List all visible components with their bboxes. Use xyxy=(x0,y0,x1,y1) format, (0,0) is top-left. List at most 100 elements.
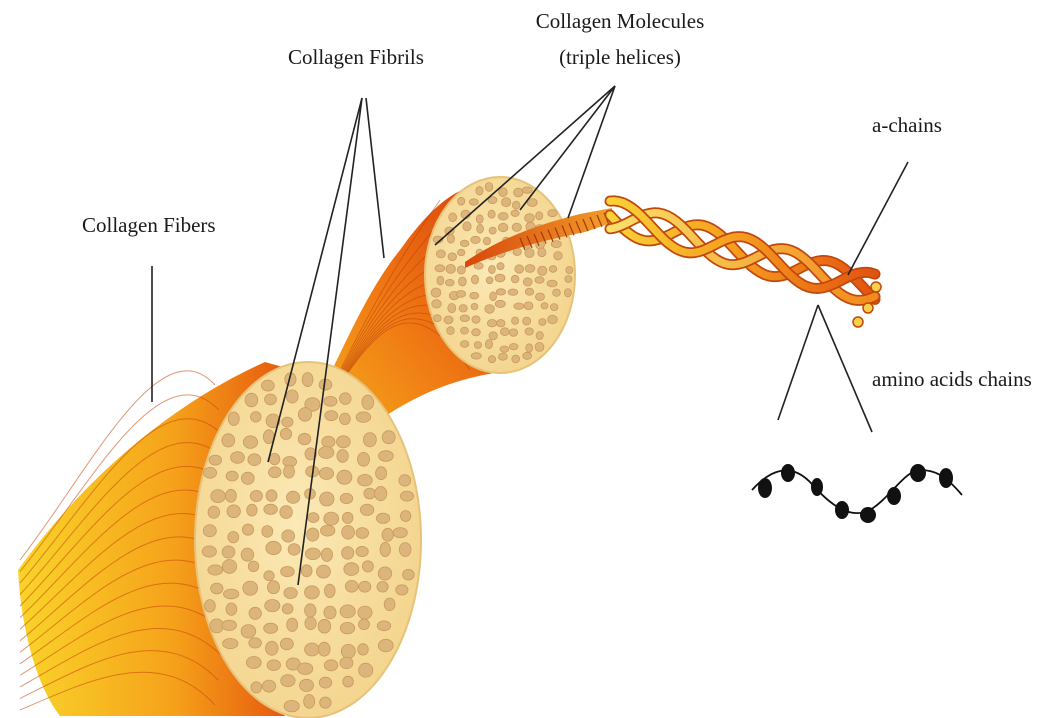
fibril-dot xyxy=(489,227,496,234)
fibril-dot xyxy=(337,436,351,448)
fibril-dot xyxy=(525,288,533,295)
fibril-dot xyxy=(243,436,257,449)
fibril-dot xyxy=(264,504,278,514)
fibril-dot xyxy=(382,431,395,444)
fibril-dot xyxy=(431,288,441,297)
fibril-dot xyxy=(436,250,445,258)
fibril-dot xyxy=(488,210,495,218)
fibril-dot xyxy=(269,453,280,464)
fibril-dot xyxy=(342,547,354,560)
fibril-dot xyxy=(358,452,370,466)
fibril-dot xyxy=(378,567,391,580)
fibril-dot xyxy=(490,292,497,301)
fibril-dot xyxy=(250,490,262,501)
fibril-dot xyxy=(472,316,480,323)
fibril-dot xyxy=(210,619,224,633)
fibril-dot xyxy=(280,638,293,650)
fibril-dot xyxy=(460,315,469,322)
fibril-dot xyxy=(280,428,291,439)
fibril-dot xyxy=(265,394,277,405)
fibril-dot xyxy=(525,214,535,223)
fibril-dot xyxy=(281,567,295,577)
fibril-dot xyxy=(282,417,293,427)
fibril-dot xyxy=(211,583,223,594)
fibril-dot xyxy=(345,580,358,592)
fibril-dot xyxy=(298,433,311,444)
fibril-dot xyxy=(446,264,455,273)
fibril-dot xyxy=(340,493,353,503)
amino-acid-bead xyxy=(860,507,876,523)
fibril-dot xyxy=(500,328,509,336)
fibril-dot xyxy=(340,413,351,424)
fibril-dot xyxy=(319,677,331,688)
amino-acid-bead xyxy=(939,468,953,488)
fibril-dot xyxy=(324,396,337,406)
fibril-dot xyxy=(344,563,359,576)
fibril-dot xyxy=(359,581,371,592)
fibril-dot xyxy=(524,302,533,310)
fibril-dot xyxy=(318,642,330,656)
fibril-dot xyxy=(305,643,320,656)
amino-acid-bead xyxy=(758,478,772,498)
fibril-dot xyxy=(342,512,353,523)
fibril-dot xyxy=(356,528,369,539)
fibril-dot xyxy=(460,240,469,247)
amino-acid-bead xyxy=(835,501,849,519)
fibril-dot xyxy=(245,393,258,407)
fibril-dot xyxy=(341,644,355,658)
fibril-dot xyxy=(458,197,465,205)
fibril-dot xyxy=(458,249,465,255)
fibril-dot xyxy=(515,265,524,273)
fibril-dot xyxy=(432,300,442,308)
fibril-dot xyxy=(471,275,478,284)
fibril-dot xyxy=(485,305,495,314)
label-collagen-fibers: Collagen Fibers xyxy=(82,212,216,238)
fibril-dot xyxy=(262,526,273,538)
fibril-dot xyxy=(242,524,253,535)
fibril-dot xyxy=(265,600,280,612)
fibril-dot xyxy=(400,491,413,501)
fibril-dot xyxy=(269,467,282,478)
fibril-dot xyxy=(204,467,217,478)
amino-pointer-2 xyxy=(818,305,872,432)
fibril-dot xyxy=(266,641,279,655)
fibril-dot xyxy=(470,292,479,299)
fibril-dot xyxy=(511,210,519,216)
fibril-dot xyxy=(305,617,316,630)
fibril-dot xyxy=(512,201,520,209)
fibril-dot xyxy=(362,395,374,409)
fibril-dot xyxy=(249,638,262,648)
fibril-dot xyxy=(264,623,278,633)
fibril-dot xyxy=(228,412,239,425)
amino-acid-bead xyxy=(910,464,926,482)
fibril-dot xyxy=(444,316,453,324)
fibril-dot xyxy=(445,227,454,235)
fibril-dot xyxy=(447,327,455,335)
fibril-dot xyxy=(509,344,518,350)
fibril-dot xyxy=(324,512,339,525)
fibril-dot xyxy=(287,491,300,503)
fibril-dot xyxy=(317,565,331,578)
fibril-dot xyxy=(523,278,532,286)
fibril-dot xyxy=(340,393,352,405)
fibril-dot xyxy=(476,215,483,223)
fibril-dot xyxy=(434,315,442,322)
fibril-dot xyxy=(488,356,495,363)
fibril-dot xyxy=(396,585,408,595)
fibril-dot xyxy=(459,305,467,312)
fibril-dot xyxy=(471,353,481,359)
fibril-dot xyxy=(222,560,236,574)
fibril-dot xyxy=(550,304,558,311)
fibril-dot xyxy=(360,504,374,515)
triple-helix-a-chains xyxy=(610,201,881,327)
fibril-dot xyxy=(228,532,239,543)
fibril-dot xyxy=(223,639,238,649)
fibril-dot xyxy=(566,267,573,274)
fibril-dot xyxy=(541,303,548,309)
fibril-dot xyxy=(497,263,504,270)
fibril-dot xyxy=(523,352,532,359)
fibril-dot xyxy=(472,329,481,336)
fibril-dot xyxy=(226,603,237,615)
fibril-dot xyxy=(248,561,258,572)
